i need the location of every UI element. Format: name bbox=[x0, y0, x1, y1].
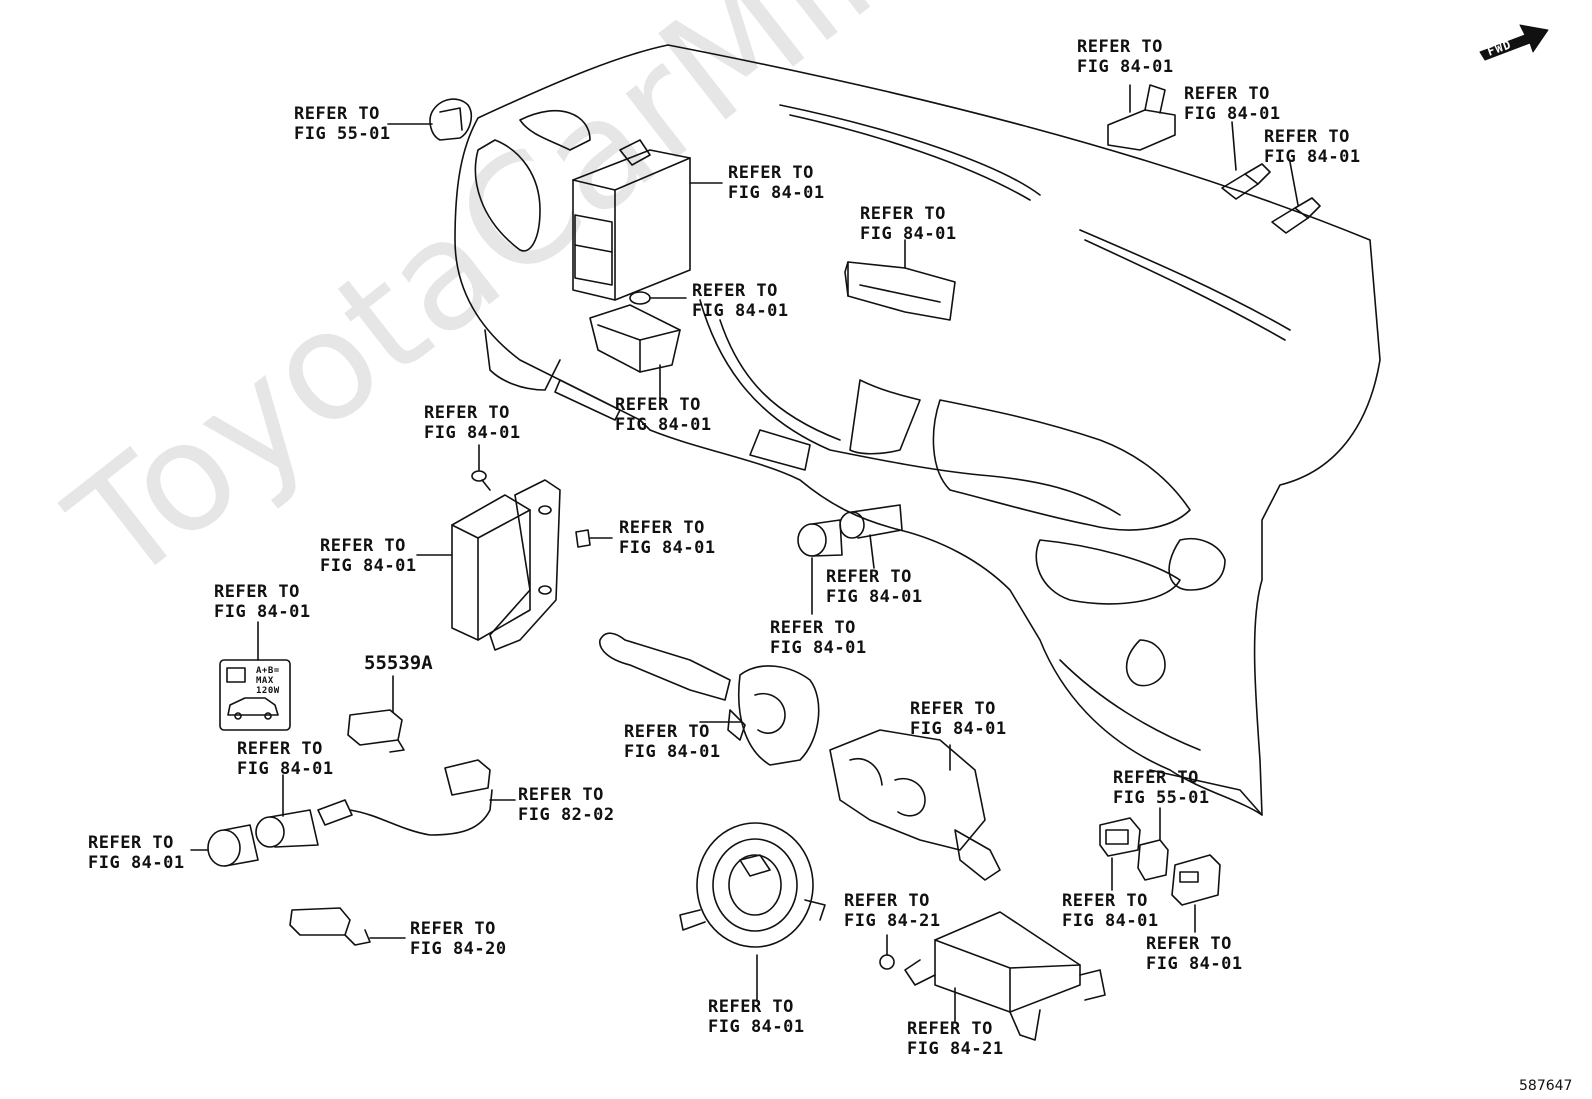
diagram-id: 587647 bbox=[1519, 1078, 1573, 1094]
bracket-ecu-part bbox=[416, 444, 613, 651]
top-right-switches bbox=[1107, 84, 1321, 234]
airbag-sensor-part bbox=[879, 911, 1106, 1041]
turn-switch-part bbox=[829, 729, 1001, 881]
cap-55539a-part bbox=[347, 675, 405, 753]
wiper-switch-part bbox=[599, 632, 820, 766]
center-module-part bbox=[844, 239, 956, 321]
sensor-part bbox=[289, 907, 406, 946]
fwd-arrow-icon bbox=[1479, 24, 1549, 61]
outlet-harness-part bbox=[190, 759, 516, 867]
bracket-block-part bbox=[589, 291, 687, 399]
part-number-label: 55539A bbox=[364, 652, 433, 674]
right-switches-part bbox=[1099, 807, 1221, 933]
ecu-upper-part bbox=[572, 139, 723, 301]
mount-cap-part bbox=[387, 98, 472, 141]
spiral-cable-part bbox=[679, 822, 826, 1001]
label-plate-part bbox=[219, 621, 291, 731]
instrument-panel bbox=[454, 44, 1381, 816]
power-sockets-part bbox=[797, 504, 903, 615]
